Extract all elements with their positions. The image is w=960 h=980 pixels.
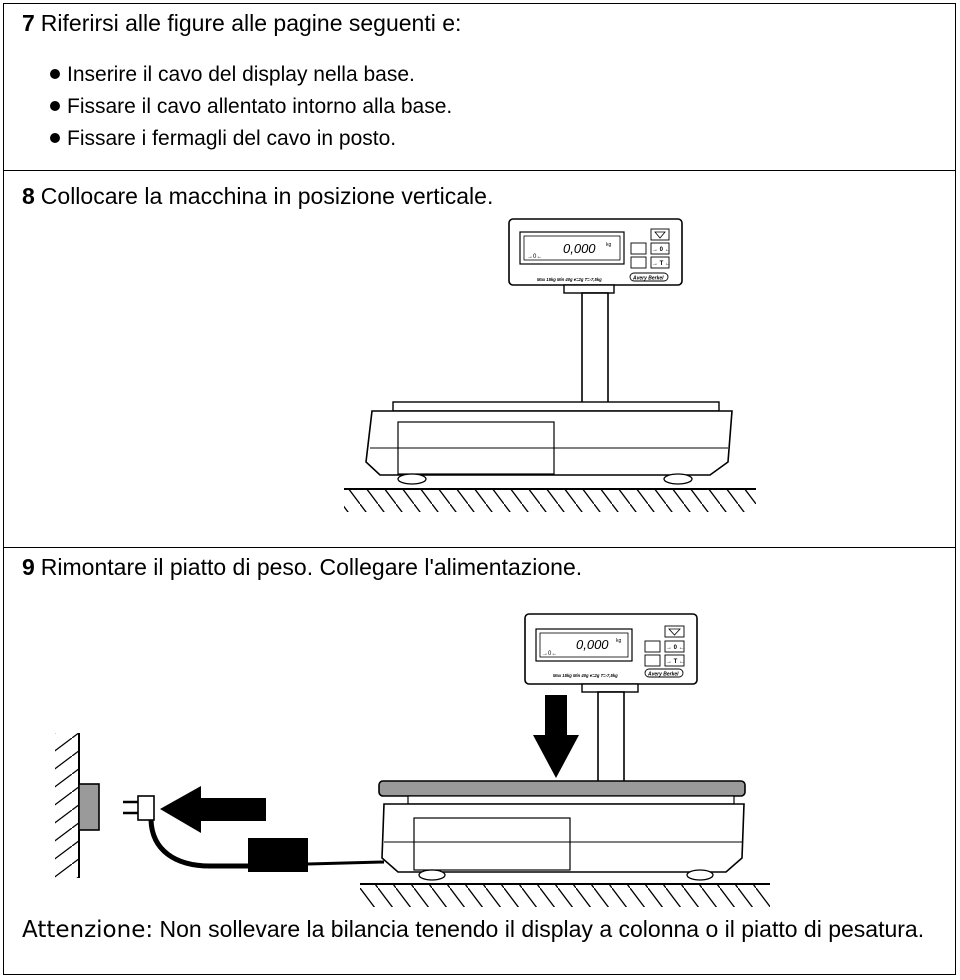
warning-lead: Attenzione: xyxy=(22,917,154,943)
zero-key-label: → 0 ← xyxy=(652,247,671,253)
wall-hatch xyxy=(55,733,79,878)
step-number: 8 xyxy=(22,183,35,209)
printer-key-icon xyxy=(654,231,666,239)
tare-key-label: → T ← xyxy=(666,659,685,665)
scale-display: 0,000 kg →0← → 0 ← → T ← Max 15kg Min 40… xyxy=(524,613,698,685)
weight-readout: 0,000 xyxy=(563,241,596,256)
specs-label: Max 15kg Min 40g e=2g T=-7,5kg xyxy=(537,277,602,282)
bullet-item: Fissare i fermagli del cavo in posto. xyxy=(50,123,452,155)
base-label-plate xyxy=(397,421,555,475)
left-arrow-icon xyxy=(160,786,266,833)
scale-base xyxy=(365,410,733,476)
step-8-title: Collocare la macchina in posizione verti… xyxy=(40,183,494,209)
weighing-platter xyxy=(378,780,746,797)
step-number: 9 xyxy=(22,554,35,580)
floor-hatch xyxy=(360,885,770,907)
stable-indicator-icon: →0← xyxy=(527,254,542,260)
display-column xyxy=(581,292,609,404)
power-adapter xyxy=(248,838,308,872)
display-column xyxy=(597,691,625,783)
zero-key-label: → 0 ← xyxy=(666,645,685,651)
floor-hatch xyxy=(344,490,756,512)
foot xyxy=(418,869,446,881)
scale-figure-with-platter: 0,000 kg →0← → 0 ← → T ← Max 15kg Min 40… xyxy=(55,613,770,907)
tare-key-label: → T ← xyxy=(652,261,671,267)
foot xyxy=(663,473,693,485)
section-divider xyxy=(3,547,956,548)
scale-display: 0,000 kg →0← → 0 ← → T ← Max 15kg Min 40… xyxy=(508,218,683,286)
scale-figure-upright: 0,000 kg →0← → 0 ← → T ← Max 15kg Min 40… xyxy=(344,218,756,512)
unit-label: kg xyxy=(606,242,612,248)
base-label-plate xyxy=(413,817,571,871)
step-number: 7 xyxy=(22,10,35,36)
section-divider xyxy=(3,170,956,171)
warning-text: Non sollevare la bilancia tenendo il dis… xyxy=(153,916,925,942)
warning-note: Attenzione: Non sollevare la bilancia te… xyxy=(22,913,942,946)
weight-readout: 0,000 xyxy=(576,637,609,652)
scale-base xyxy=(381,803,745,873)
zero-key xyxy=(664,640,685,653)
specs-label: Max 15kg Min 40g e=2g T=-7,5kg xyxy=(553,673,618,678)
power-cable xyxy=(307,860,385,866)
brand-logo: Avery Berkel xyxy=(632,276,664,282)
bullet-item: Fissare il cavo allentato intorno alla b… xyxy=(50,91,452,123)
bullet-item: Inserire il cavo del display nella base. xyxy=(50,59,452,91)
power-cable xyxy=(148,819,250,869)
foot xyxy=(397,473,427,485)
brand-logo: Avery Berkel xyxy=(647,672,679,678)
power-plug-icon xyxy=(123,795,155,821)
unit-label: kg xyxy=(616,638,622,644)
tare-key xyxy=(650,256,670,269)
printer-key-icon xyxy=(668,628,681,636)
zero-key xyxy=(650,242,670,255)
step-7-bullet-list: Inserire il cavo del display nella base.… xyxy=(50,59,452,155)
stable-indicator-icon: →0← xyxy=(542,651,557,657)
foot xyxy=(686,869,714,881)
down-arrow-icon xyxy=(533,695,579,778)
step-9-title: Rimontare il piatto di peso. Collegare l… xyxy=(40,554,583,580)
tare-key xyxy=(664,654,685,667)
step-7-title: Riferirsi alle figure alle pagine seguen… xyxy=(40,10,462,36)
instruction-frame xyxy=(3,3,956,975)
wall-socket xyxy=(78,783,100,831)
